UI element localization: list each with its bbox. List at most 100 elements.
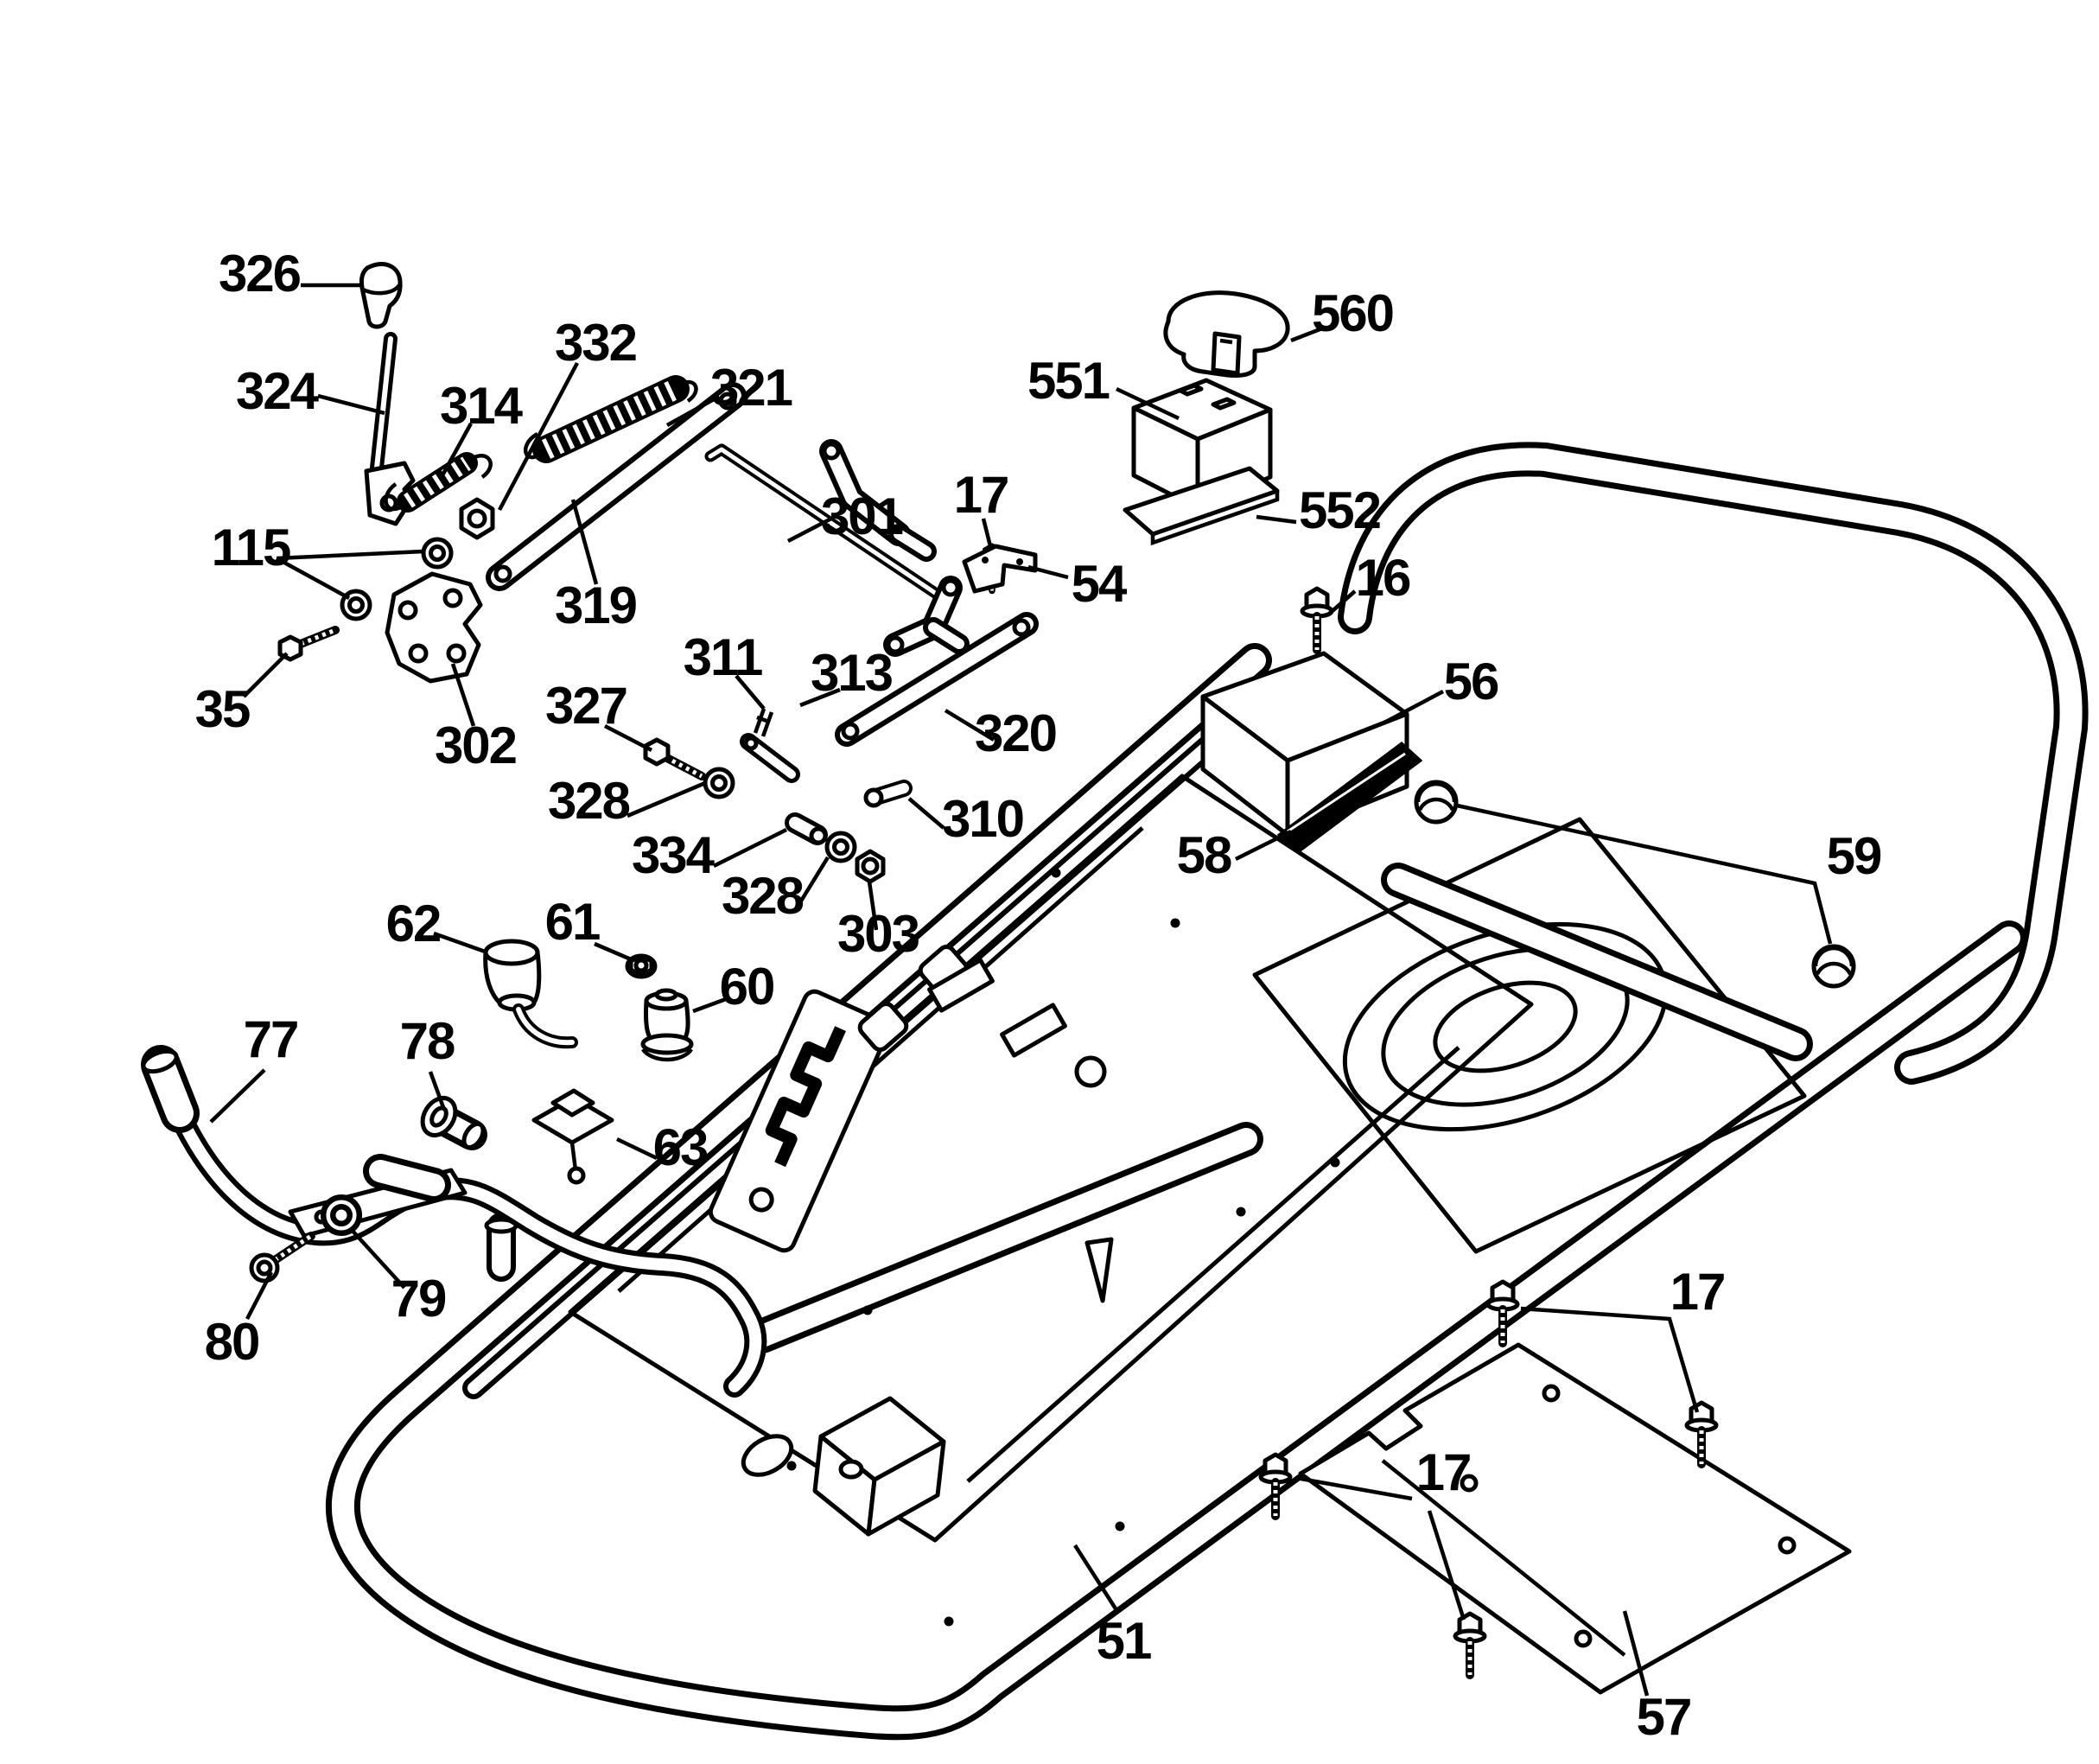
leader-321 bbox=[665, 398, 716, 427]
part-label-79: 79 bbox=[391, 1270, 446, 1328]
leader-51 bbox=[1073, 1544, 1120, 1614]
part-label-60: 60 bbox=[720, 958, 774, 1016]
part-label-301: 301 bbox=[821, 487, 903, 545]
part-label-303: 303 bbox=[837, 905, 919, 963]
leader-35 bbox=[242, 652, 289, 698]
part-label-16: 16 bbox=[1356, 549, 1410, 607]
leader-56 bbox=[1383, 690, 1445, 724]
part-label-51: 51 bbox=[1097, 1612, 1151, 1670]
frame-tab bbox=[1084, 1237, 1114, 1303]
part-58-foam-seal bbox=[1276, 742, 1423, 854]
part-328-washer-a bbox=[705, 769, 733, 797]
part-label-57: 57 bbox=[1637, 1688, 1691, 1746]
part-label-17a: 17 bbox=[954, 466, 1008, 524]
leader-77 bbox=[209, 1068, 266, 1124]
part-115-washer-a bbox=[423, 539, 451, 567]
part-label-328b: 328 bbox=[722, 867, 804, 925]
leader-115-a bbox=[276, 549, 424, 561]
leader-328-b bbox=[798, 856, 830, 904]
leader-80 bbox=[245, 1270, 273, 1321]
part-319-arm bbox=[486, 382, 747, 591]
part-80-bolt bbox=[249, 1232, 315, 1283]
rail-clamp bbox=[857, 1002, 909, 1052]
part-label-334: 334 bbox=[632, 826, 716, 884]
part-301-rod bbox=[704, 443, 946, 602]
part-310-pin bbox=[863, 780, 913, 808]
part-label-58: 58 bbox=[1177, 826, 1231, 884]
part-61-nut bbox=[625, 953, 658, 979]
part-313-link-arm-small bbox=[740, 733, 800, 783]
leader-320 bbox=[944, 709, 995, 742]
leader-60 bbox=[692, 997, 727, 1014]
part-label-77: 77 bbox=[244, 1010, 298, 1068]
part-313-bellcrank bbox=[883, 576, 970, 657]
leader-303 bbox=[867, 881, 879, 931]
part-56-tray bbox=[1200, 651, 1409, 837]
leader-301 bbox=[786, 517, 833, 543]
part-62-boot bbox=[483, 939, 578, 1049]
leader-311 bbox=[735, 674, 766, 710]
leader-57 bbox=[1622, 1610, 1650, 1697]
callout-labels: 326 324 314 332 321 115 35 302 319 327 3… bbox=[195, 245, 1883, 1746]
leader-17-mid-b bbox=[1427, 1510, 1466, 1621]
leader-334 bbox=[712, 827, 788, 869]
leader-63 bbox=[616, 1137, 658, 1161]
part-334-bushing bbox=[785, 812, 828, 845]
part-552-mat bbox=[1123, 466, 1280, 546]
leader-17-mid-a bbox=[1295, 1475, 1413, 1501]
part-label-313: 313 bbox=[811, 644, 893, 702]
part-328-washer-b bbox=[827, 833, 855, 861]
leader-17-top bbox=[1520, 1306, 1700, 1413]
part-label-320: 320 bbox=[975, 704, 1056, 762]
leader-314 bbox=[441, 422, 473, 477]
part-label-56: 56 bbox=[1444, 653, 1498, 710]
rivet-holes bbox=[786, 868, 1340, 1627]
part-label-59: 59 bbox=[1827, 827, 1881, 885]
part-332-nut bbox=[459, 497, 495, 540]
part-upper-bellcrank bbox=[819, 439, 937, 562]
leader-328-a bbox=[627, 780, 706, 818]
part-326-knob bbox=[359, 262, 403, 329]
part-59-plug-b bbox=[1814, 946, 1854, 986]
leader-310 bbox=[907, 797, 945, 830]
part-16-bolt bbox=[1302, 589, 1332, 650]
part-label-319: 319 bbox=[555, 576, 637, 634]
part-79-washer bbox=[323, 1197, 359, 1233]
part-label-310: 310 bbox=[942, 790, 1023, 848]
part-57-skid-plate bbox=[1298, 1342, 1852, 1695]
part-327-bolt bbox=[643, 737, 706, 780]
part-label-328a: 328 bbox=[548, 772, 630, 830]
part-label-78: 78 bbox=[400, 1012, 455, 1070]
part-303-nut bbox=[855, 849, 886, 884]
part-label-552: 552 bbox=[1299, 481, 1380, 539]
leader-61 bbox=[594, 941, 632, 962]
part-label-324: 324 bbox=[236, 362, 320, 420]
leader-552 bbox=[1256, 514, 1297, 525]
seat-plate bbox=[1252, 817, 1807, 1254]
part-label-302: 302 bbox=[435, 716, 516, 774]
leader-17-screw bbox=[981, 518, 994, 551]
part-label-311: 311 bbox=[684, 628, 762, 686]
leader-302 bbox=[450, 663, 476, 727]
floor-slot bbox=[927, 958, 995, 1013]
part-label-62: 62 bbox=[386, 895, 441, 952]
part-label-17c: 17 bbox=[1416, 1443, 1471, 1501]
leader-313 bbox=[799, 687, 841, 708]
leader-115-b bbox=[275, 557, 351, 600]
part-63-switch bbox=[531, 1088, 614, 1185]
part-320-link bbox=[835, 612, 1039, 747]
part-label-314: 314 bbox=[440, 377, 524, 435]
main-frame bbox=[325, 442, 2089, 1741]
part-label-332: 332 bbox=[555, 314, 636, 372]
part-label-326: 326 bbox=[219, 245, 301, 302]
part-label-327: 327 bbox=[545, 677, 627, 735]
part-311-clip bbox=[753, 708, 774, 737]
part-60-bumper bbox=[640, 988, 694, 1062]
part-label-54: 54 bbox=[1072, 555, 1128, 613]
part-label-80: 80 bbox=[205, 1313, 259, 1371]
part-label-560: 560 bbox=[1312, 284, 1393, 342]
leader-54 bbox=[1027, 564, 1069, 580]
part-321-spring bbox=[523, 375, 698, 463]
